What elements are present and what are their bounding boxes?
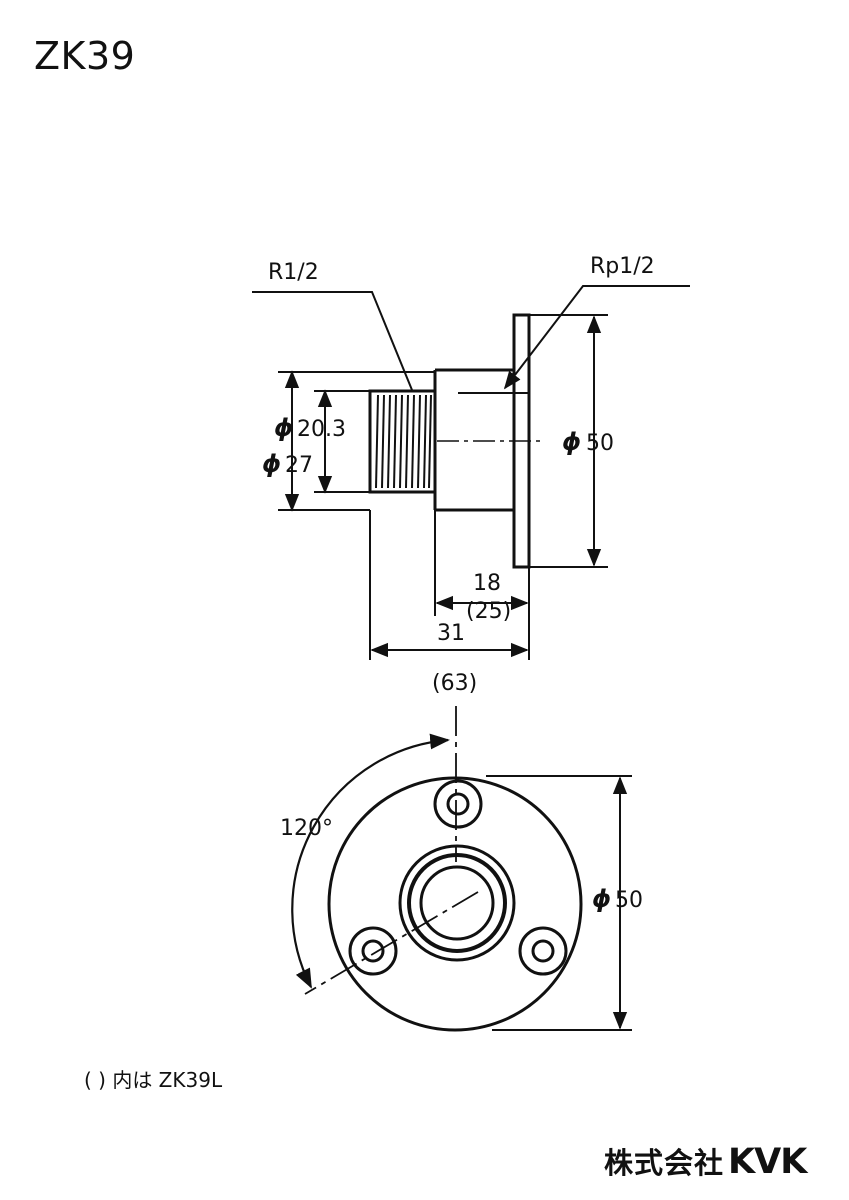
- length-a-alt-label: (25): [466, 599, 511, 624]
- screw-hole-right: [518, 926, 568, 976]
- leader-r12: [252, 291, 413, 391]
- svg-text:20.3: 20.3: [297, 417, 346, 442]
- female-thread-label: Rp1/2: [590, 254, 655, 279]
- inner-dia-label: ϕ 20.3: [274, 414, 346, 442]
- front-view: [291, 706, 632, 1032]
- thread-hatching: [375, 394, 432, 489]
- male-thread: [368, 389, 437, 494]
- svg-text:ϕ: ϕ: [562, 428, 581, 456]
- screw-hole-top: [433, 779, 483, 829]
- svg-text:27: 27: [285, 453, 313, 478]
- flange-dia-front-label: ϕ 50: [592, 885, 643, 913]
- male-thread-label: R1/2: [268, 260, 319, 285]
- hub-outer: [398, 844, 516, 962]
- thread-dia-label: ϕ 27: [262, 450, 313, 478]
- length-a-label: 18: [473, 571, 501, 596]
- brand-logo: 株式会社 KVK: [604, 1140, 807, 1182]
- length-b-alt-label: (63): [432, 671, 477, 696]
- kvk-logo: KVK: [728, 1142, 807, 1182]
- model-title: ZK39: [34, 34, 136, 78]
- side-view: [252, 285, 690, 660]
- svg-text:ϕ: ϕ: [592, 885, 611, 913]
- company-name: 株式会社: [604, 1146, 725, 1180]
- flange-dia-label: ϕ 50: [562, 428, 614, 456]
- leader-rp12: [503, 285, 690, 390]
- screw-hole-left: [348, 926, 398, 976]
- hub-bore: [419, 865, 495, 941]
- footnote: ( ) 内は ZK39L: [84, 1068, 223, 1092]
- svg-text:50: 50: [586, 431, 614, 456]
- svg-text:ϕ: ϕ: [274, 414, 293, 442]
- svg-text:50: 50: [615, 888, 643, 913]
- length-b-label: 31: [437, 621, 465, 646]
- angle-arc: [291, 733, 450, 989]
- svg-text:ϕ: ϕ: [262, 450, 281, 478]
- flange-outer: [327, 776, 583, 1032]
- hub-ring: [407, 853, 507, 953]
- angle-label: 120°: [280, 816, 333, 841]
